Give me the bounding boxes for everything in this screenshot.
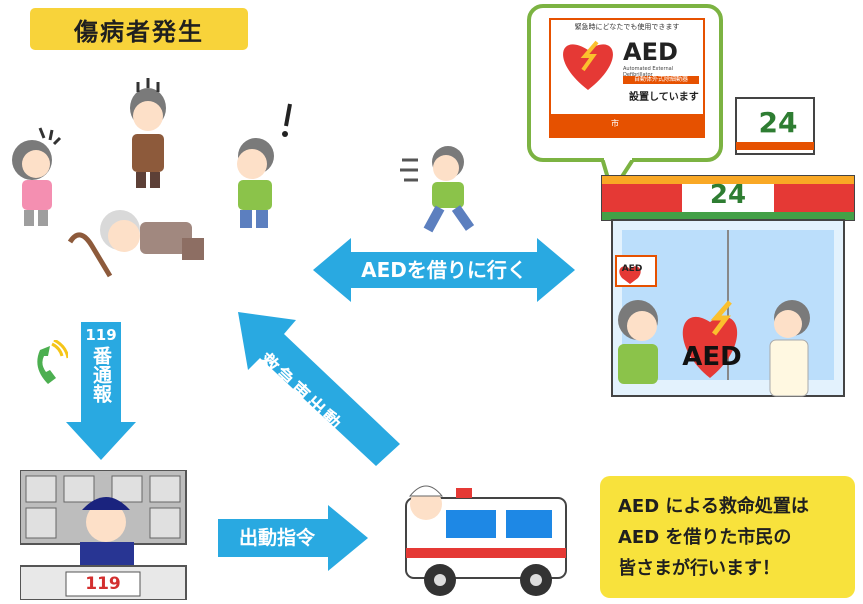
note-line-1: AED による救命処置は [618,495,809,517]
dispatch-order-arrow [218,505,368,571]
borrow-aed-label: AEDを借りに行く [361,258,527,282]
fallen-elder-figure [67,210,204,278]
store-roof-number: 24 [758,106,798,139]
aed-sign-strip: 自動体外式除細動器 [623,76,699,84]
patient-scene [12,78,292,278]
note-line-3: 皆さまが行います！ [618,557,780,579]
aed-sign-installed: 設置しています [629,92,699,103]
convenience-store [601,97,855,397]
aed-sign-city: 市 [611,119,619,128]
aed-sign-subtitle: Automated External Defibrillator [623,66,674,78]
man-glasses-figure [130,78,166,188]
call-119-text: 番通報 [90,346,112,403]
note-box: AED による救命処置は AED を借りた市民の 皆さまが行います！ [600,476,855,598]
phone-icon [37,340,68,384]
store-window-aed: AED [621,264,643,274]
woman-figure [12,127,62,226]
store-aed-label: AED [682,342,742,372]
title-text: 傷病者発生 [74,17,204,46]
aed-sign-header: 緊急時にどなたでも使用できます [574,23,680,31]
ambulance [405,485,567,596]
aed-sign: 緊急時にどなたでも使用できます AED Automated External D… [549,18,705,138]
dispatch-desk-sign: 119 [85,574,121,594]
store-awning-number: 24 [709,180,747,210]
ambulance-dispatch-arrow [238,312,400,466]
call-119-number: 119 [85,326,117,344]
dispatch-order-label: 出動指令 [238,527,315,549]
note-line-2: AED を借りた市民の [618,526,792,548]
heart-icon [563,40,613,90]
aed-sign-footer: 市 [551,114,703,136]
borrow-aed-arrow [313,238,575,302]
man-noticing-figure [237,103,292,228]
title-badge: 傷病者発生 [30,8,248,50]
aed-sign-title: AED [623,38,678,66]
dispatch-center [20,470,187,600]
running-man [400,146,475,233]
call-119-arrow [66,322,136,460]
